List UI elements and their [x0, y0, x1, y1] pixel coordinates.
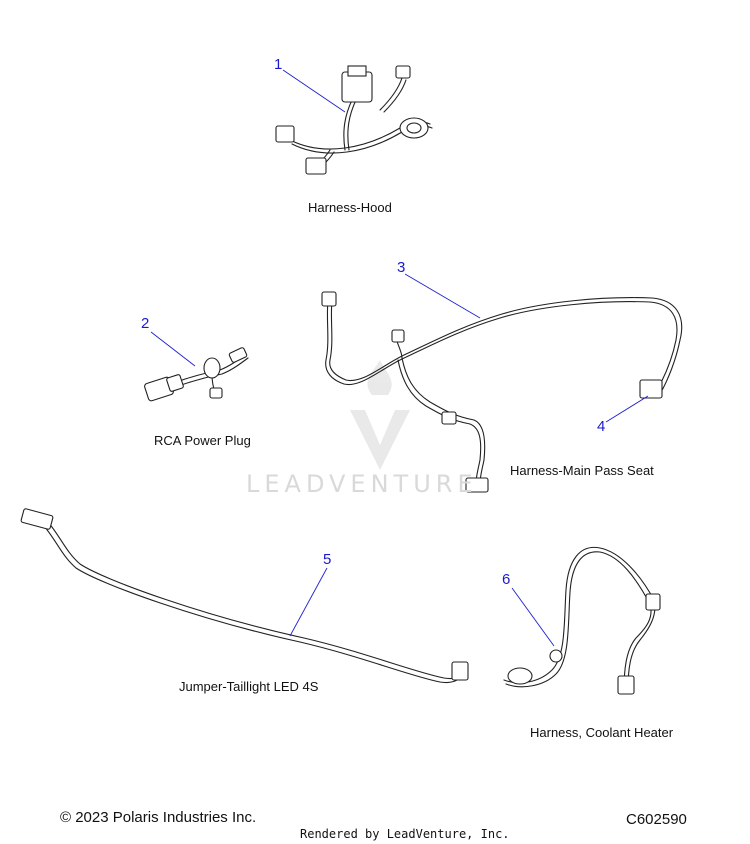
- callout-number-6[interactable]: 6: [502, 571, 511, 588]
- watermark-text: LEADVENTURE: [246, 470, 478, 498]
- part-label-harness-main-pass-seat: Harness-Main Pass Seat: [510, 463, 654, 478]
- callout-number-1[interactable]: 1: [274, 56, 283, 73]
- rendered-by-text: Rendered by LeadVenture, Inc.: [300, 827, 510, 841]
- callout-leader-lines: [150, 69, 649, 647]
- callout-number-5[interactable]: 5: [323, 551, 332, 568]
- part-label-harness-hood: Harness-Hood: [308, 200, 392, 215]
- leader-line-5: [289, 567, 328, 637]
- leader-line-2: [150, 331, 196, 367]
- leader-line-4: [605, 395, 649, 423]
- harness-main-pass-seat-part[interactable]: [321, 291, 683, 493]
- leader-line-3: [404, 273, 481, 319]
- callout-number-4[interactable]: 4: [597, 418, 606, 435]
- leader-line-6: [511, 587, 555, 647]
- rca-power-plug-part[interactable]: [144, 347, 249, 402]
- diagram-id: C602590: [626, 811, 687, 828]
- harness-coolant-heater-part[interactable]: [503, 546, 661, 695]
- part-label-rca-power-plug: RCA Power Plug: [154, 433, 251, 448]
- part-label-harness-coolant-heater: Harness, Coolant Heater: [530, 725, 674, 740]
- part-label-jumper-taillight: Jumper-Taillight LED 4S: [179, 679, 319, 694]
- leader-line-1: [282, 69, 346, 113]
- leadventure-watermark-logo: [350, 360, 410, 470]
- jumper-taillight-led-part[interactable]: [20, 508, 469, 684]
- copyright-text: © 2023 Polaris Industries Inc.: [60, 809, 257, 826]
- harness-hood-part[interactable]: [275, 65, 433, 175]
- callout-number-2[interactable]: 2: [141, 315, 150, 332]
- callout-number-3[interactable]: 3: [397, 259, 406, 276]
